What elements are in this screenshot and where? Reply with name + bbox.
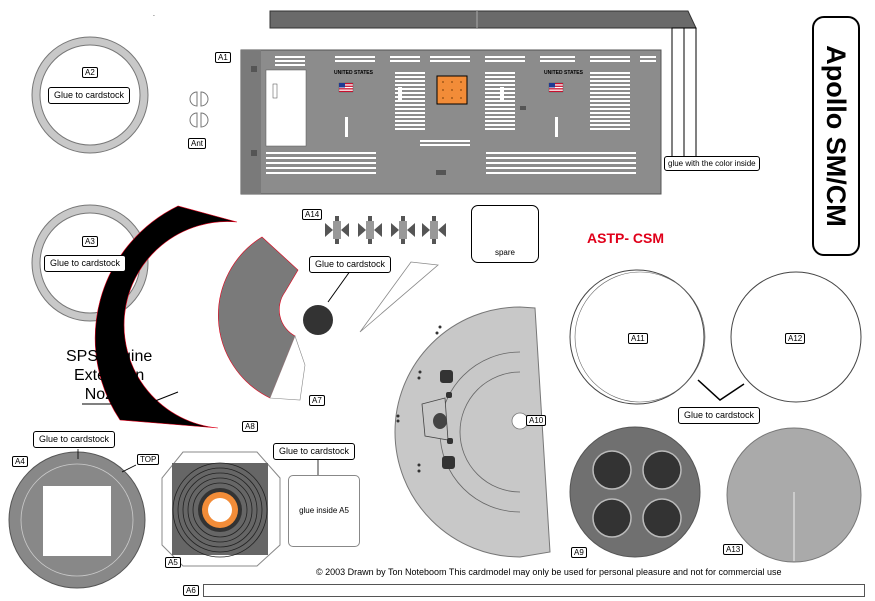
- glue-cardstock-label-a4: Glue to cardstock: [33, 431, 116, 448]
- sps-line-3: Nozzle: [84, 386, 134, 403]
- part-label-a8: A8: [242, 421, 258, 432]
- a4-top-ring: [8, 451, 146, 589]
- astp-subtitle: ASTP- CSM: [587, 230, 664, 246]
- a8-nozzle-strip: [94, 205, 238, 429]
- glue-strip: [671, 27, 697, 171]
- part-label-a3: A3: [82, 236, 98, 247]
- a14-thrusters: [325, 216, 446, 244]
- part-label-ant: Ant: [188, 138, 207, 149]
- part-label-top: TOP: [137, 454, 160, 465]
- part-label-a9: A9: [571, 547, 587, 558]
- part-label-a5: A5: [165, 557, 181, 568]
- a9-engine-mount: [569, 426, 701, 558]
- flag-text-left: UNITED STATES: [334, 70, 373, 76]
- title-box: Apollo SM/CM: [812, 16, 860, 256]
- a5-hatch-ring: [161, 451, 281, 567]
- part-label-a7: A7: [309, 395, 325, 406]
- svg-text:`: `: [153, 16, 155, 22]
- flag-text-right: UNITED STATES: [544, 70, 583, 76]
- part-label-a1: A1: [215, 52, 231, 63]
- us-flag-right-icon: [548, 82, 564, 93]
- spare-box: spare: [471, 205, 539, 263]
- sps-line-2: Extension: [74, 367, 145, 384]
- tapered-strip: [359, 261, 439, 333]
- glue-cardstock-label-a14: Glue to cardstock: [309, 256, 392, 273]
- copyright-footer: © 2003 Drawn by Ton Noteboom This cardmo…: [316, 567, 782, 577]
- part-label-a13: A13: [723, 544, 744, 555]
- spare-label: spare: [494, 248, 515, 257]
- dark-disc: [303, 305, 333, 335]
- part-label-a14: A14: [302, 209, 323, 220]
- a10-cm-cone: [394, 306, 551, 558]
- glue-inside-a5-panel: glue inside A5: [288, 475, 360, 547]
- a6-strip: [203, 584, 865, 597]
- us-flag-left-icon: [338, 82, 354, 93]
- sps-line-1: SPS Engine: [66, 348, 153, 365]
- sps-engine-label: SPS Engine Extension Nozzle: [66, 347, 152, 404]
- part-label-a11: A11: [628, 333, 648, 344]
- glue-color-inside-label: glue with the color inside: [664, 156, 760, 171]
- part-label-a12: A12: [785, 333, 806, 344]
- glue-cardstock-label-a11-a12: Glue to cardstock: [678, 407, 761, 424]
- glue-cardstock-label-a5: Glue to cardstock: [273, 443, 356, 460]
- part-label-a10: A10: [526, 415, 547, 426]
- part-label-a6: A6: [183, 585, 199, 596]
- part-label-a2: A2: [82, 67, 98, 78]
- a7-annulus-segment: [218, 236, 306, 401]
- glue-cardstock-label-a2: Glue to cardstock: [48, 87, 131, 104]
- page-title: Apollo SM/CM: [821, 45, 851, 227]
- part-label-a4: A4: [12, 456, 28, 467]
- glue-cardstock-label-a3: Glue to cardstock: [44, 255, 127, 272]
- a13-disc: [726, 427, 862, 563]
- antenna-parts: [189, 91, 209, 128]
- a1-sm-panel: [240, 10, 697, 195]
